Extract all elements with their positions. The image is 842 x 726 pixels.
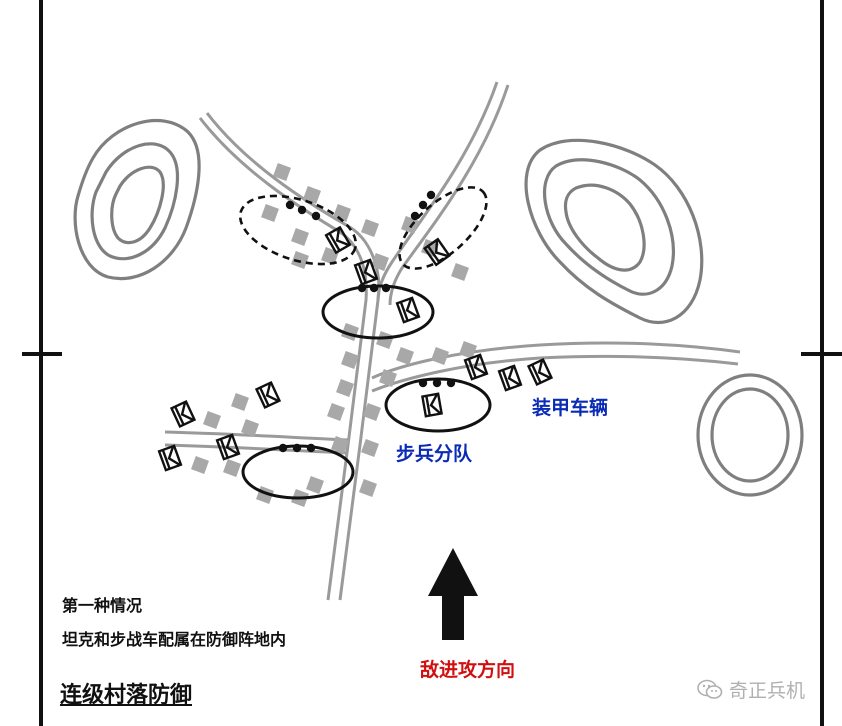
infantry-dot-icon bbox=[311, 211, 321, 221]
dashed-positions bbox=[238, 186, 488, 270]
armored-vehicle-icon bbox=[527, 358, 553, 386]
house-block-icon bbox=[359, 479, 377, 497]
house-block-icon bbox=[401, 216, 419, 234]
arrow-up-icon bbox=[428, 548, 478, 640]
watermark-text: 奇正兵机 bbox=[729, 680, 806, 702]
armored-vehicle-icon bbox=[421, 392, 443, 418]
infantry-dot-icon bbox=[285, 200, 295, 210]
infantry-dots bbox=[278, 190, 456, 453]
house-block-icon bbox=[261, 204, 279, 222]
house-block-icon bbox=[291, 228, 309, 246]
house-block-icon bbox=[459, 341, 477, 359]
house-block-icon bbox=[431, 347, 449, 365]
house-block-icon bbox=[376, 331, 394, 349]
infantry-dot-icon bbox=[418, 378, 428, 388]
road-network bbox=[164, 81, 741, 601]
house-block-icon bbox=[331, 436, 349, 454]
watermark: 奇正兵机 bbox=[697, 676, 805, 703]
house-block-icon bbox=[336, 379, 354, 397]
house-block-icon bbox=[223, 459, 241, 477]
armored-vehicle-icon bbox=[395, 296, 421, 324]
house-block-icon bbox=[231, 393, 249, 411]
hill-contours-left bbox=[73, 118, 201, 281]
house-block-icon bbox=[273, 163, 291, 181]
house-block-icon bbox=[361, 219, 379, 237]
label-case-line2: 坦克和步战车配属在防御阵地内 bbox=[62, 630, 287, 649]
armored-vehicle-icon bbox=[255, 381, 281, 409]
wechat-icon bbox=[697, 679, 723, 699]
diagram-title: 连级村落防御 bbox=[60, 683, 193, 708]
house-block-icon bbox=[303, 186, 321, 204]
house-block-icon bbox=[327, 403, 345, 421]
hill-contours-right bbox=[524, 138, 704, 324]
infantry-dot-icon bbox=[446, 378, 456, 388]
house-block-icon bbox=[363, 403, 381, 421]
hill-contour-southeast bbox=[696, 373, 804, 497]
infantry-dot-icon bbox=[418, 200, 428, 210]
infantry-dot-icon bbox=[297, 205, 307, 215]
map-frame bbox=[22, 0, 842, 726]
house-block-icon bbox=[291, 251, 309, 269]
infantry-dot-icon bbox=[381, 283, 391, 293]
infantry-dot-icon bbox=[369, 283, 379, 293]
armored-vehicle-icon bbox=[170, 400, 196, 428]
infantry-dot-icon bbox=[292, 443, 302, 453]
label-infantry-squad: 步兵分队 bbox=[396, 443, 473, 465]
infantry-dot-icon bbox=[306, 443, 316, 453]
infantry-dot-icon bbox=[278, 443, 288, 453]
house-block-icon bbox=[371, 253, 389, 271]
infantry-dot-icon bbox=[432, 378, 442, 388]
armored-vehicle-icon bbox=[463, 353, 489, 381]
house-block-icon bbox=[451, 263, 469, 281]
label-armored-vehicles: 装甲车辆 bbox=[532, 397, 609, 419]
label-case-line1: 第一种情况 bbox=[62, 596, 143, 615]
house-block-icon bbox=[361, 439, 379, 457]
label-enemy-direction: 敌进攻方向 bbox=[420, 659, 516, 681]
armored-vehicle-icon bbox=[497, 364, 523, 392]
infantry-dot-icon bbox=[357, 283, 367, 293]
house-block-icon bbox=[241, 419, 259, 437]
armored-vehicle-icon bbox=[215, 433, 241, 461]
house-block-icon bbox=[306, 476, 324, 494]
infantry-dot-icon bbox=[410, 211, 420, 221]
house-block-icon bbox=[191, 456, 209, 474]
house-block-icon bbox=[341, 351, 359, 369]
house-blocks bbox=[191, 163, 477, 507]
armored-vehicle-icon bbox=[157, 444, 183, 472]
house-block-icon bbox=[396, 347, 414, 365]
house-block-icon bbox=[203, 411, 221, 429]
house-block-icon bbox=[379, 369, 397, 387]
infantry-dot-icon bbox=[426, 190, 436, 200]
